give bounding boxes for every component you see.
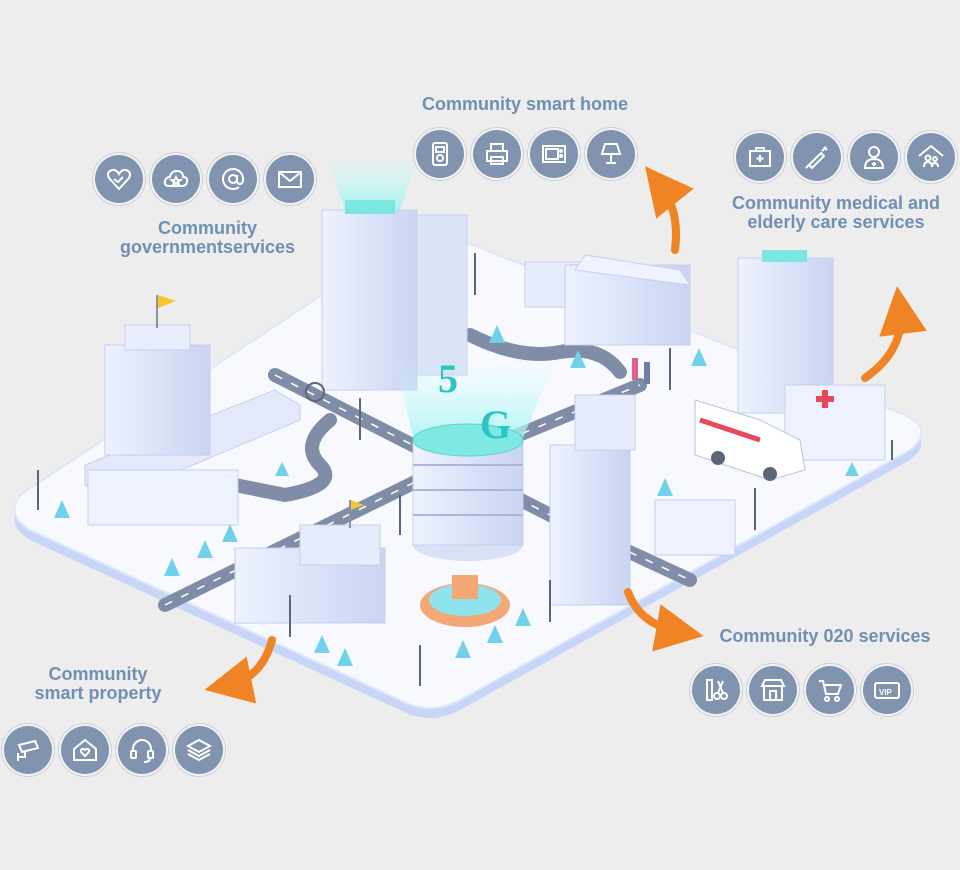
label-government-line2: governmentservices [119, 237, 296, 257]
elderly-home-icon[interactable] [907, 133, 955, 181]
doctor-icon[interactable] [850, 133, 898, 181]
5g-letter: G [480, 402, 511, 447]
5g-digit: 5 [438, 356, 458, 401]
residential-buildings [524, 254, 692, 346]
cloud-star-icon[interactable] [152, 155, 200, 203]
layers-icon[interactable] [175, 726, 223, 774]
office-tower [321, 150, 468, 391]
first-aid-kit-icon[interactable] [736, 133, 784, 181]
label-property: Community smart property [18, 665, 178, 703]
label-o2o: Community 020 services [719, 626, 931, 646]
label-smart-home: Community smart home [421, 94, 629, 114]
syringe-icon[interactable] [793, 133, 841, 181]
commercial-buildings [549, 394, 736, 606]
label-property-line1: Community [48, 664, 148, 684]
arrow-property [204, 636, 276, 704]
headset-icon[interactable] [118, 726, 166, 774]
scissors-icon[interactable] [692, 666, 740, 714]
medical-icons [736, 133, 955, 181]
lamp-icon[interactable] [587, 130, 635, 178]
home-heart-icon[interactable] [61, 726, 109, 774]
at-sign-icon[interactable] [209, 155, 257, 203]
property-buildings [234, 500, 386, 624]
shop-icon[interactable] [749, 666, 797, 714]
envelope-icon[interactable] [266, 155, 314, 203]
cctv-icon[interactable] [4, 726, 52, 774]
ambulance [694, 399, 806, 481]
label-property-line2: smart property [34, 683, 162, 703]
heart-handshake-icon[interactable] [95, 155, 143, 203]
5g-hub-building: 5 G [395, 356, 555, 561]
trees [54, 325, 859, 666]
svg-text:VIP: VIP [879, 688, 893, 697]
label-medical-line1: Community medical and [731, 193, 941, 213]
printer-icon[interactable] [473, 130, 521, 178]
arrow-medical [861, 286, 927, 382]
vip-card-icon[interactable]: VIP [863, 666, 911, 714]
intercom-icon[interactable] [416, 130, 464, 178]
fountain [420, 575, 510, 627]
government-icons [95, 155, 314, 203]
label-government-line1: Community [158, 218, 257, 238]
label-medical: Community medical and elderly care servi… [712, 194, 960, 232]
arrow-o2o [624, 588, 704, 652]
o2o-icons: VIP [692, 666, 911, 714]
hospital [737, 250, 886, 461]
label-medical-line2: elderly care services [747, 212, 925, 232]
cart-icon[interactable] [806, 666, 854, 714]
street-lamps [37, 253, 893, 686]
service-arrows [204, 166, 927, 704]
arrow-smart-home [645, 166, 694, 254]
pedestrians [305, 358, 650, 402]
government-building [84, 295, 301, 526]
smart-home-icons [416, 130, 635, 178]
label-government: Community governmentservices [95, 219, 320, 257]
property-icons [4, 726, 223, 774]
microwave-icon[interactable] [530, 130, 578, 178]
